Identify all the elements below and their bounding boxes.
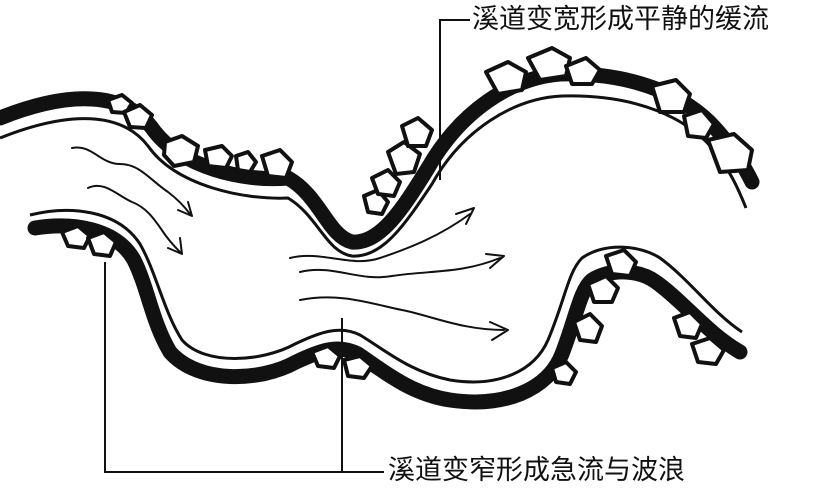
leader-line-top (439, 19, 470, 180)
rock (706, 132, 754, 174)
upper-bank-rocks (106, 46, 754, 216)
rock (203, 144, 234, 170)
rock (310, 344, 342, 370)
rock (484, 60, 528, 96)
rock (690, 336, 726, 366)
rock (234, 150, 258, 174)
widening-label: 溪道变宽形成平静的缓流 (472, 4, 769, 35)
rock (122, 103, 154, 130)
rock (386, 140, 422, 176)
flow-arrow-5 (299, 296, 509, 341)
upper-bank-inner (0, 94, 748, 258)
rock (260, 148, 294, 180)
rock (400, 116, 434, 148)
rock (604, 248, 638, 278)
rock (86, 230, 118, 258)
rock (564, 56, 602, 86)
flow-arrow-3 (289, 207, 475, 263)
flow-arrow-4 (299, 253, 505, 279)
rock (572, 312, 604, 344)
flow-arrow-1 (71, 146, 193, 217)
rock (370, 168, 402, 198)
leader-line-bottom (104, 262, 384, 473)
flow-arrows (71, 146, 509, 341)
rock (586, 274, 620, 304)
flow-arrow-2 (87, 184, 183, 255)
lower-bank-inner (29, 209, 743, 384)
rock (342, 354, 374, 380)
rock (650, 78, 692, 114)
rock (672, 310, 704, 340)
narrowing-label: 溪道变窄形成急流与波浪 (388, 455, 685, 486)
rock (60, 224, 92, 250)
rock (550, 360, 578, 386)
lower-bank-outer (27, 218, 748, 410)
rock (682, 108, 716, 140)
rock (162, 134, 200, 168)
lower-bank-rocks (60, 224, 726, 386)
